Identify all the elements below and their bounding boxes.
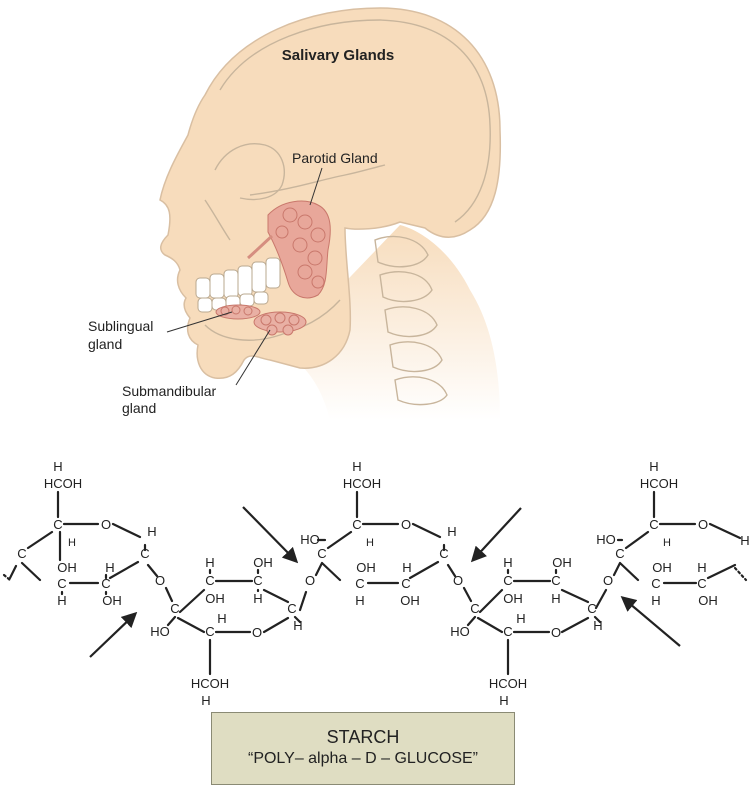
atom-h: H: [402, 560, 411, 575]
chain-dashes: [735, 568, 746, 580]
atom-c: C: [651, 576, 660, 591]
starch-subtitle: “POLY– alpha – D – GLUCOSE”: [212, 750, 514, 768]
parotid-label: Parotid Gland: [292, 150, 378, 166]
atom-hcoh: HCOH: [640, 476, 678, 491]
atom-h: H: [697, 560, 706, 575]
atom-c: C: [205, 573, 214, 588]
atom-hcoh: HCOH: [343, 476, 381, 491]
starch-title: STARCH: [212, 727, 514, 748]
bonds: [10, 492, 157, 594]
atom-hcoh: HCOH: [44, 476, 82, 491]
atom-ho: HO: [150, 624, 170, 639]
atom-oh: OH: [356, 560, 376, 575]
atom-c: C: [470, 601, 479, 616]
atom-c: C: [551, 573, 560, 588]
starch-structure: H HCOH C H O H C C OH H C C H OH O C H C…: [4, 459, 750, 708]
atom-h: H: [651, 593, 660, 608]
atom-oh: OH: [652, 560, 672, 575]
bonds: [166, 570, 300, 674]
atom-c: C: [17, 546, 26, 561]
atom-h: H: [217, 611, 226, 626]
sublingual-label-line2: gland: [88, 336, 122, 352]
atom-o: O: [305, 573, 315, 588]
atom-ho: HO: [300, 532, 320, 547]
atom-oh: OH: [552, 555, 572, 570]
atom-o: O: [551, 625, 561, 640]
atom-oh: OH: [205, 591, 225, 606]
atom-h: H: [253, 591, 262, 606]
glucose-unit-5: H HCOH HO C H O H C OH H C C O H OH: [596, 459, 749, 608]
atom-oh: OH: [57, 560, 77, 575]
sublingual-gland: [216, 305, 260, 319]
atom-o: O: [603, 573, 613, 588]
atom-c: C: [253, 573, 262, 588]
submandibular-label-line1: Submandibular: [122, 383, 217, 399]
atom-h: H: [57, 593, 66, 608]
atom-c: C: [317, 546, 326, 561]
atom-h: H: [663, 537, 671, 549]
arrow-1: [90, 614, 135, 657]
atom-h: H: [447, 524, 456, 539]
submandibular-label-line2: gland: [122, 400, 156, 416]
atom-hcoh: HCOH: [191, 676, 229, 691]
bonds: [464, 570, 606, 674]
head-illustration: Salivary Glands Parotid Gland Sublingual…: [88, 8, 500, 420]
atom-oh: OH: [400, 593, 420, 608]
atom-h: H: [499, 693, 508, 708]
atom-c: C: [53, 517, 62, 532]
atom-h: H: [53, 459, 62, 474]
sublingual-label-line1: Sublingual: [88, 318, 153, 334]
atom-h: H: [352, 459, 361, 474]
atom-h: H: [503, 555, 512, 570]
atom-oh: OH: [253, 555, 273, 570]
arrow-2: [243, 507, 296, 561]
atom-o: O: [252, 625, 262, 640]
atom-oh: OH: [102, 593, 122, 608]
glucose-unit-4: C H C OH OH C H C HO C H O H HCOH H: [450, 555, 606, 708]
atom-oh: OH: [503, 591, 523, 606]
atom-c: C: [503, 573, 512, 588]
glucose-unit-2: C H C OH OH C H C HO C H O H HCOH H: [150, 555, 302, 708]
atom-h: H: [201, 693, 210, 708]
atom-o: O: [698, 517, 708, 532]
atom-ho: HO: [596, 532, 616, 547]
starch-caption-box: STARCH “POLY– alpha – D – GLUCOSE”: [211, 712, 515, 785]
atom-c: C: [205, 624, 214, 639]
atom-ho: HO: [450, 624, 470, 639]
atom-h: H: [105, 560, 114, 575]
atom-oh: OH: [698, 593, 718, 608]
atom-h: H: [740, 533, 749, 548]
atom-c: C: [57, 576, 66, 591]
atom-hcoh: HCOH: [489, 676, 527, 691]
atom-c: C: [615, 546, 624, 561]
atom-c: C: [355, 576, 364, 591]
atom-c: C: [503, 624, 512, 639]
atom-o: O: [401, 517, 411, 532]
atom-h: H: [516, 611, 525, 626]
atom-h: H: [649, 459, 658, 474]
atom-c: C: [287, 601, 296, 616]
atom-c: C: [697, 576, 706, 591]
diagram-title: Salivary Glands: [282, 47, 395, 64]
atom-c: C: [649, 517, 658, 532]
atom-o: O: [101, 517, 111, 532]
atom-c: C: [352, 517, 361, 532]
bonds: [614, 492, 740, 583]
atom-c: C: [170, 601, 179, 616]
atom-h: H: [551, 591, 560, 606]
atom-h: H: [205, 555, 214, 570]
arrow-3: [473, 508, 521, 560]
glucose-unit-1: H HCOH C H O H C C OH H C C H OH O: [4, 459, 165, 608]
atom-h: H: [147, 524, 156, 539]
atom-h: H: [68, 537, 76, 549]
glucose-unit-3: H HCOH HO C H O H C C OH H C C O H OH O: [300, 459, 463, 610]
atom-h: H: [355, 593, 364, 608]
atom-h: H: [366, 537, 374, 549]
